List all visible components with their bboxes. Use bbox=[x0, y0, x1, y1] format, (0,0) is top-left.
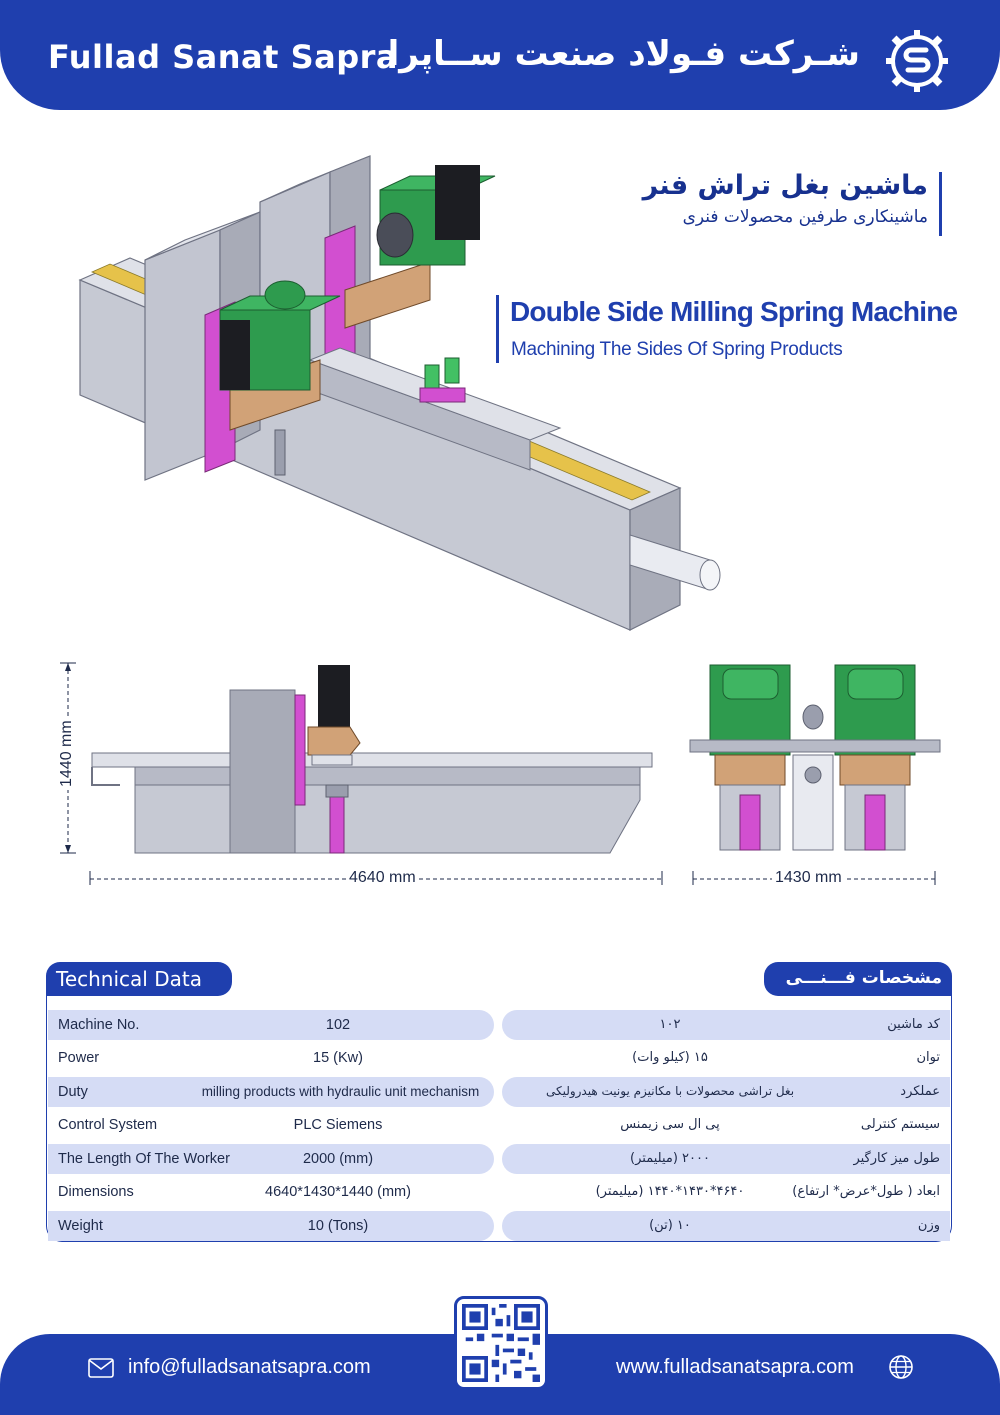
row-label-en: Control System bbox=[58, 1117, 158, 1133]
row-label-fa: سیستم کنترلی bbox=[860, 1117, 940, 1132]
technical-data-tab-fa: مشخصات فـــنـــی bbox=[764, 962, 952, 996]
row-value-en: 10 (Tons) bbox=[307, 1218, 369, 1234]
table-row: Machine No. 102 کد ماشین ۱۰۲ bbox=[48, 1010, 950, 1040]
fa-title-block: ماشین بغل تراش فنر ماشینکاری طرفین محصول… bbox=[643, 170, 928, 227]
row-value-fa: ۲۰۰۰ (میلیمتر) bbox=[630, 1151, 710, 1166]
contact-email-link[interactable]: info@fulladsanatsapra.com bbox=[128, 1356, 371, 1378]
row-value-en: 15 (Kw) bbox=[313, 1050, 363, 1066]
row-label-fa: طول میز کارگیر bbox=[853, 1151, 940, 1166]
qr-code-pattern bbox=[462, 1304, 540, 1382]
qr-code[interactable] bbox=[454, 1296, 548, 1390]
row-label-fa: عملکرد bbox=[900, 1084, 940, 1099]
table-row: Dimensions 4640*1430*1440 (mm) ابعاد ( طو… bbox=[48, 1177, 950, 1207]
row-label-fa: توان bbox=[916, 1050, 941, 1065]
row-value-en: milling products with hydraulic unit mec… bbox=[201, 1084, 480, 1099]
technical-data-table bbox=[46, 994, 952, 1242]
row-value-en: PLC Siemens bbox=[293, 1117, 383, 1133]
row-label-fa: کد ماشین bbox=[887, 1017, 940, 1032]
brand-name-fa: شـرکت فـولاد صنعت ســاپرا bbox=[387, 34, 860, 74]
technical-data-tab-en: Technical Data bbox=[46, 962, 232, 996]
brand-name-en: Fullad Sanat Sapra bbox=[48, 38, 398, 76]
row-label-en: Weight bbox=[58, 1218, 103, 1234]
row-value-fa: بغل تراشی محصولات با مکانیزم یونیت هیدرو… bbox=[545, 1084, 795, 1098]
row-label-en: Machine No. bbox=[58, 1017, 140, 1033]
length-dimension-label: 4640 mm bbox=[346, 869, 419, 887]
row-value-fa: ۱۰۲ bbox=[659, 1017, 681, 1032]
fa-title-accent-bar bbox=[939, 172, 942, 236]
table-row: The Length Of The Worker 2000 (mm) طول می… bbox=[48, 1144, 950, 1174]
machine-title-en: Double Side Milling Spring Machine bbox=[510, 296, 958, 327]
row-value-en: 102 bbox=[325, 1017, 351, 1033]
row-value-fa: پی ال سی زیمنس bbox=[620, 1117, 720, 1132]
row-value-en: 2000 (mm) bbox=[302, 1151, 374, 1167]
gear-s-logo-icon bbox=[886, 30, 948, 92]
machine-subtitle-en: Machining The Sides Of Spring Products bbox=[511, 339, 843, 360]
machine-side-view-drawing bbox=[60, 662, 663, 885]
row-label-fa: وزن bbox=[917, 1218, 940, 1233]
height-dimension-label: 1440 mm bbox=[58, 717, 76, 790]
row-label-fa: ابعاد ( طول*عرض* ارتفاع) bbox=[792, 1184, 940, 1199]
table-row: Duty milling products with hydraulic unit… bbox=[48, 1077, 950, 1107]
width-dimension-label: 1430 mm bbox=[772, 869, 845, 887]
row-value-fa: ۱۵ (کیلو وات) bbox=[632, 1050, 708, 1065]
machine-isometric-illustration bbox=[78, 155, 721, 631]
table-row: Power 15 (Kw) توان ۱۵ (کیلو وات) bbox=[48, 1043, 950, 1073]
mail-icon bbox=[88, 1358, 114, 1378]
row-label-en: Dimensions bbox=[58, 1184, 134, 1200]
machine-subtitle-fa: ماشینکاری طرفین محصولات فنری bbox=[682, 207, 928, 227]
row-value-en: 4640*1430*1440 (mm) bbox=[265, 1184, 411, 1200]
page-header: Fullad Sanat Sapra شـرکت فـولاد صنعت ســ… bbox=[0, 0, 1000, 110]
website-link[interactable]: www.fulladsanatsapra.com bbox=[616, 1356, 854, 1378]
en-title-accent-bar bbox=[496, 295, 499, 363]
table-row: Control System PLC Siemens سیستم کنترلی پی… bbox=[48, 1110, 950, 1140]
globe-icon bbox=[889, 1355, 913, 1379]
row-label-en: The Length Of The Worker bbox=[58, 1151, 230, 1167]
row-label-en: Power bbox=[58, 1050, 100, 1066]
machine-title-fa: ماشین بغل تراش فنر bbox=[642, 170, 928, 201]
table-row: Weight 10 (Tons) وزن ۱۰ (تن) bbox=[48, 1211, 950, 1241]
row-value-fa: ۱۰ (تن) bbox=[649, 1218, 691, 1233]
row-label-en: Duty bbox=[58, 1084, 88, 1100]
row-value-fa: ۴۶۴۰*۱۴۳۰*۱۴۴۰ (میلیمتر) bbox=[595, 1184, 745, 1199]
machine-front-view-drawing bbox=[689, 664, 941, 885]
